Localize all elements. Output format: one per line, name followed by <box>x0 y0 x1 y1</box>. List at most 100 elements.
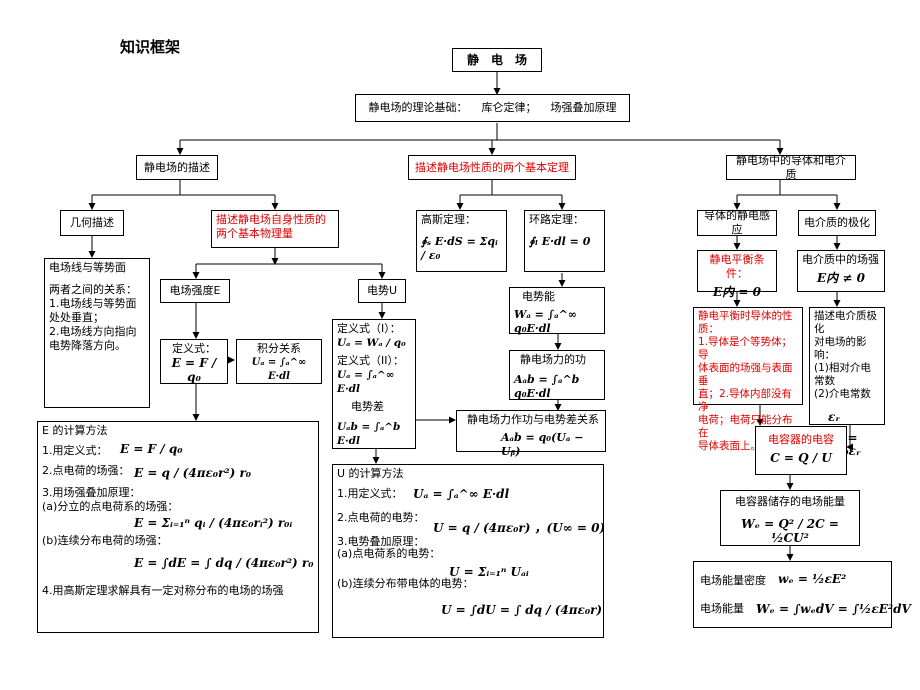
physical-quantities-node: 描述静电场自身性质的 两个基本物理量 <box>211 210 339 248</box>
page-title: 知识框架 <box>120 38 181 56</box>
root-node: 静 电 场 <box>452 48 542 72</box>
property-line: 电荷；电荷只能分布在 <box>698 414 793 439</box>
e-calc-step4: 4.用高斯定理求解具有一定对称分布的电场的场强 <box>42 584 284 597</box>
geometry-node: 几何描述 <box>60 210 124 236</box>
capacitance-box: 电容器的电容 C = Q / U <box>755 426 847 475</box>
integral-formula: Uₐ = ∫ₐ^∞ E·dl <box>251 357 307 382</box>
energy-density-formula: wₑ = ½εE² <box>778 572 847 586</box>
u-calc-step3: 3.电势叠加原理： <box>337 535 425 548</box>
field-energy-box: 电场能量密度 wₑ = ½εE² 电场能量 Wₑ = ∫wₑdV = ∫½εE²… <box>693 561 911 628</box>
integral-label: 积分关系 <box>257 342 301 355</box>
e-calc-step3: 3.用场强叠加原理： <box>42 486 141 499</box>
field-work-box: 静电场力的功 Aₐb = ∫ₐ^b q₀E·dl <box>509 350 605 400</box>
capacitor-energy-formula: Wₑ = Q² / 2C = ½CU² <box>741 517 839 545</box>
potential-def2-label: 定义式（II）： <box>337 354 404 367</box>
e-calc-formula2: E = q / (4πε₀r²) r₀ <box>134 466 252 480</box>
dielectric-field-formula: E内 ≠ 0 <box>817 271 865 285</box>
potential-energy-title: 电势能 <box>522 290 555 303</box>
conductor-equilibrium-properties: 静电平衡时导体的性质： 1.导体是个等势体；导 体表面的场强与表面垂 直；2.导… <box>693 307 803 452</box>
e-calc-formula1: E = F / q₀ <box>120 442 183 456</box>
u-calc-step3a: (a)点电荷系的电势： <box>337 547 441 560</box>
work-relation-title: 静电场力作功与电势差关系 <box>467 413 599 426</box>
e-calc-step3b: (b)连续分布电荷的场强： <box>42 534 168 547</box>
u-calc-step1: 1.用定义式： <box>337 487 403 500</box>
potential-energy-box: 电势能 Wₐ = ∫ₐ^∞ q₀E·dl <box>509 287 605 335</box>
e-calc-step3a: (a)分立的点电荷系的场强： <box>42 500 179 513</box>
geometry-line: 电场线与等势面 <box>49 261 126 274</box>
capacitor-energy-title: 电容器储存的电场能量 <box>735 495 845 508</box>
geometry-line: 2.电场线方向指向 <box>49 325 137 338</box>
energy-density-label: 电场能量密度 <box>700 574 766 587</box>
definition-label: 定义式： <box>172 342 216 355</box>
potential-def2-formula: Uₐ = ∫ₐ^∞ E·dl <box>337 369 395 395</box>
e-calculation-box: E 的计算方法 1.用定义式： E = F / q₀ 2.点电荷的场强： E =… <box>37 421 319 633</box>
geometry-line: 1.电场线与等势面 <box>49 297 137 310</box>
u-calculation-box: U 的计算方法 1.用定义式： Uₐ = ∫ₐ^∞ E·dl 2.点电荷的电势：… <box>332 464 606 638</box>
capacitance-formula: C = Q / U <box>770 451 832 465</box>
describe-node: 静电场的描述 <box>136 155 218 180</box>
e-calc-formula4: E = ∫dE = ∫ dq / (4πε₀r²) r₀ <box>134 556 314 570</box>
loop-theorem-box: 环路定理： ∮ₗ E·dl = 0 <box>524 210 605 272</box>
geometry-detail: 电场线与等势面 两者之间的关系： 1.电场线与等势面 处处垂直； 2.电场线方向… <box>44 258 150 408</box>
property-line: 静电平衡时导体的性质： <box>698 310 793 335</box>
physical-line: 描述静电场自身性质的 <box>216 213 326 226</box>
dielectric-polarization-node: 电介质的极化 <box>798 210 876 236</box>
theorems-node: 描述静电场性质的两个基本定理 <box>408 155 576 180</box>
e-calc-step2: 2.点电荷的场强： <box>42 464 130 477</box>
gauss-theorem-box: 高斯定理： ∮ₛ E·dS = Σqᵢ / ε₀ <box>416 210 507 272</box>
u-calc-formula4: U = ∫dU = ∫ dq / (4πε₀r) <box>441 603 603 617</box>
field-work-formula: Aₐb = ∫ₐ^b q₀E·dl <box>514 373 580 400</box>
loop-title: 环路定理： <box>529 213 584 226</box>
property-line: 导体表面上。 <box>698 440 761 452</box>
gauss-title: 高斯定理： <box>421 213 476 226</box>
field-definition-box: 定义式： E = F / q₀ <box>160 339 228 384</box>
potential-definitions-box: 定义式（I）： Uₐ = Wₐ / q₀ 定义式（II）： Uₐ = ∫ₐ^∞ … <box>332 319 416 449</box>
u-calc-title: U 的计算方法 <box>337 467 404 480</box>
dielectric-line: (1)相对介电常数 <box>814 362 871 387</box>
e-calc-title: E 的计算方法 <box>42 424 108 437</box>
dielectric-line: 对电场的影响： <box>814 336 867 361</box>
electrostatic-induction-node: 导体的静电感应 <box>697 209 777 236</box>
conductor-dielectric-node: 静电场中的导体和电介质 <box>726 154 856 181</box>
u-calc-step3b: (b)连续分布带电体的电势： <box>337 577 474 590</box>
u-calc-formula2: U = q / (4πε₀r) ，(U∞ = 0) <box>433 521 606 535</box>
dielectric-field-box: 电介质中的场强 E内 ≠ 0 <box>797 250 885 292</box>
capacitor-energy-box: 电容器储存的电场能量 Wₑ = Q² / 2C = ½CU² <box>720 490 860 546</box>
geometry-line: 电势降落方向。 <box>49 339 126 352</box>
work-relation-formula: Aₐb = q₀(Uₐ − Uᵦ) <box>501 431 584 458</box>
basis-label: 静电场的理论基础： <box>368 101 468 114</box>
field-strength-node: 电场强度E <box>160 279 230 303</box>
dielectric-line: 描述电介质极化 <box>814 310 877 335</box>
physical-line: 两个基本物理量 <box>216 227 293 240</box>
capacitance-title: 电容器的电容 <box>768 433 834 446</box>
potential-energy-formula: Wₐ = ∫ₐ^∞ q₀E·dl <box>514 308 577 335</box>
equilibrium-condition-formula: E内 = 0 <box>713 285 761 299</box>
e-calc-step1: 1.用定义式： <box>42 444 108 457</box>
dielectric-influence-box: 描述电介质极化 对电场的影响： (1)相对介电常数 (2)介电常数 εᵣ ε =… <box>809 307 885 458</box>
theory-basis-node: 静电场的理论基础： 库仑定律； 场强叠加原理 <box>355 94 630 122</box>
geometry-line: 两者之间的关系： <box>49 283 137 296</box>
property-line: 直；2.导体内部没有净 <box>698 388 793 413</box>
e-calc-formula3: E = Σᵢ₌₁ⁿ qᵢ / (4πε₀rᵢ²) r₀ᵢ <box>134 516 293 530</box>
potential-node: 电势U <box>358 279 406 303</box>
u-calc-formula3: U = Σᵢ₌₁ⁿ Uₐᵢ <box>449 565 529 579</box>
field-energy-formula: Wₑ = ∫wₑdV = ∫½εE²dV <box>756 602 911 616</box>
gauss-formula: ∮ₛ E·dS = Σqᵢ / ε₀ <box>421 235 498 262</box>
relative-permittivity-formula: εᵣ <box>828 410 841 424</box>
field-energy-label: 电场能量 <box>700 602 744 615</box>
superposition-principle: 场强叠加原理 <box>550 101 617 114</box>
field-work-title: 静电场力的功 <box>520 353 586 366</box>
equilibrium-condition-label: 静电平衡条件： <box>709 253 765 280</box>
definition-formula: E = F / q₀ <box>171 356 217 384</box>
potential-difference-label: 电势差 <box>351 400 384 413</box>
integral-relation-box: 积分关系 Uₐ = ∫ₐ^∞ E·dl <box>236 339 322 384</box>
potential-difference-formula: Uₐb = ∫ₐ^b E·dl <box>337 421 401 447</box>
dielectric-line: (2)介电常数 <box>814 388 871 400</box>
u-calc-formula1: Uₐ = ∫ₐ^∞ E·dl <box>413 487 510 501</box>
geometry-line: 处处垂直； <box>49 311 104 324</box>
property-line: 体表面的场强与表面垂 <box>698 362 793 387</box>
work-potential-relation-box: 静电场力作功与电势差关系 Aₐb = q₀(Uₐ − Uᵦ) <box>456 410 606 458</box>
dielectric-field-label: 电介质中的场强 <box>802 253 879 266</box>
potential-def1-label: 定义式（I）： <box>337 322 401 335</box>
